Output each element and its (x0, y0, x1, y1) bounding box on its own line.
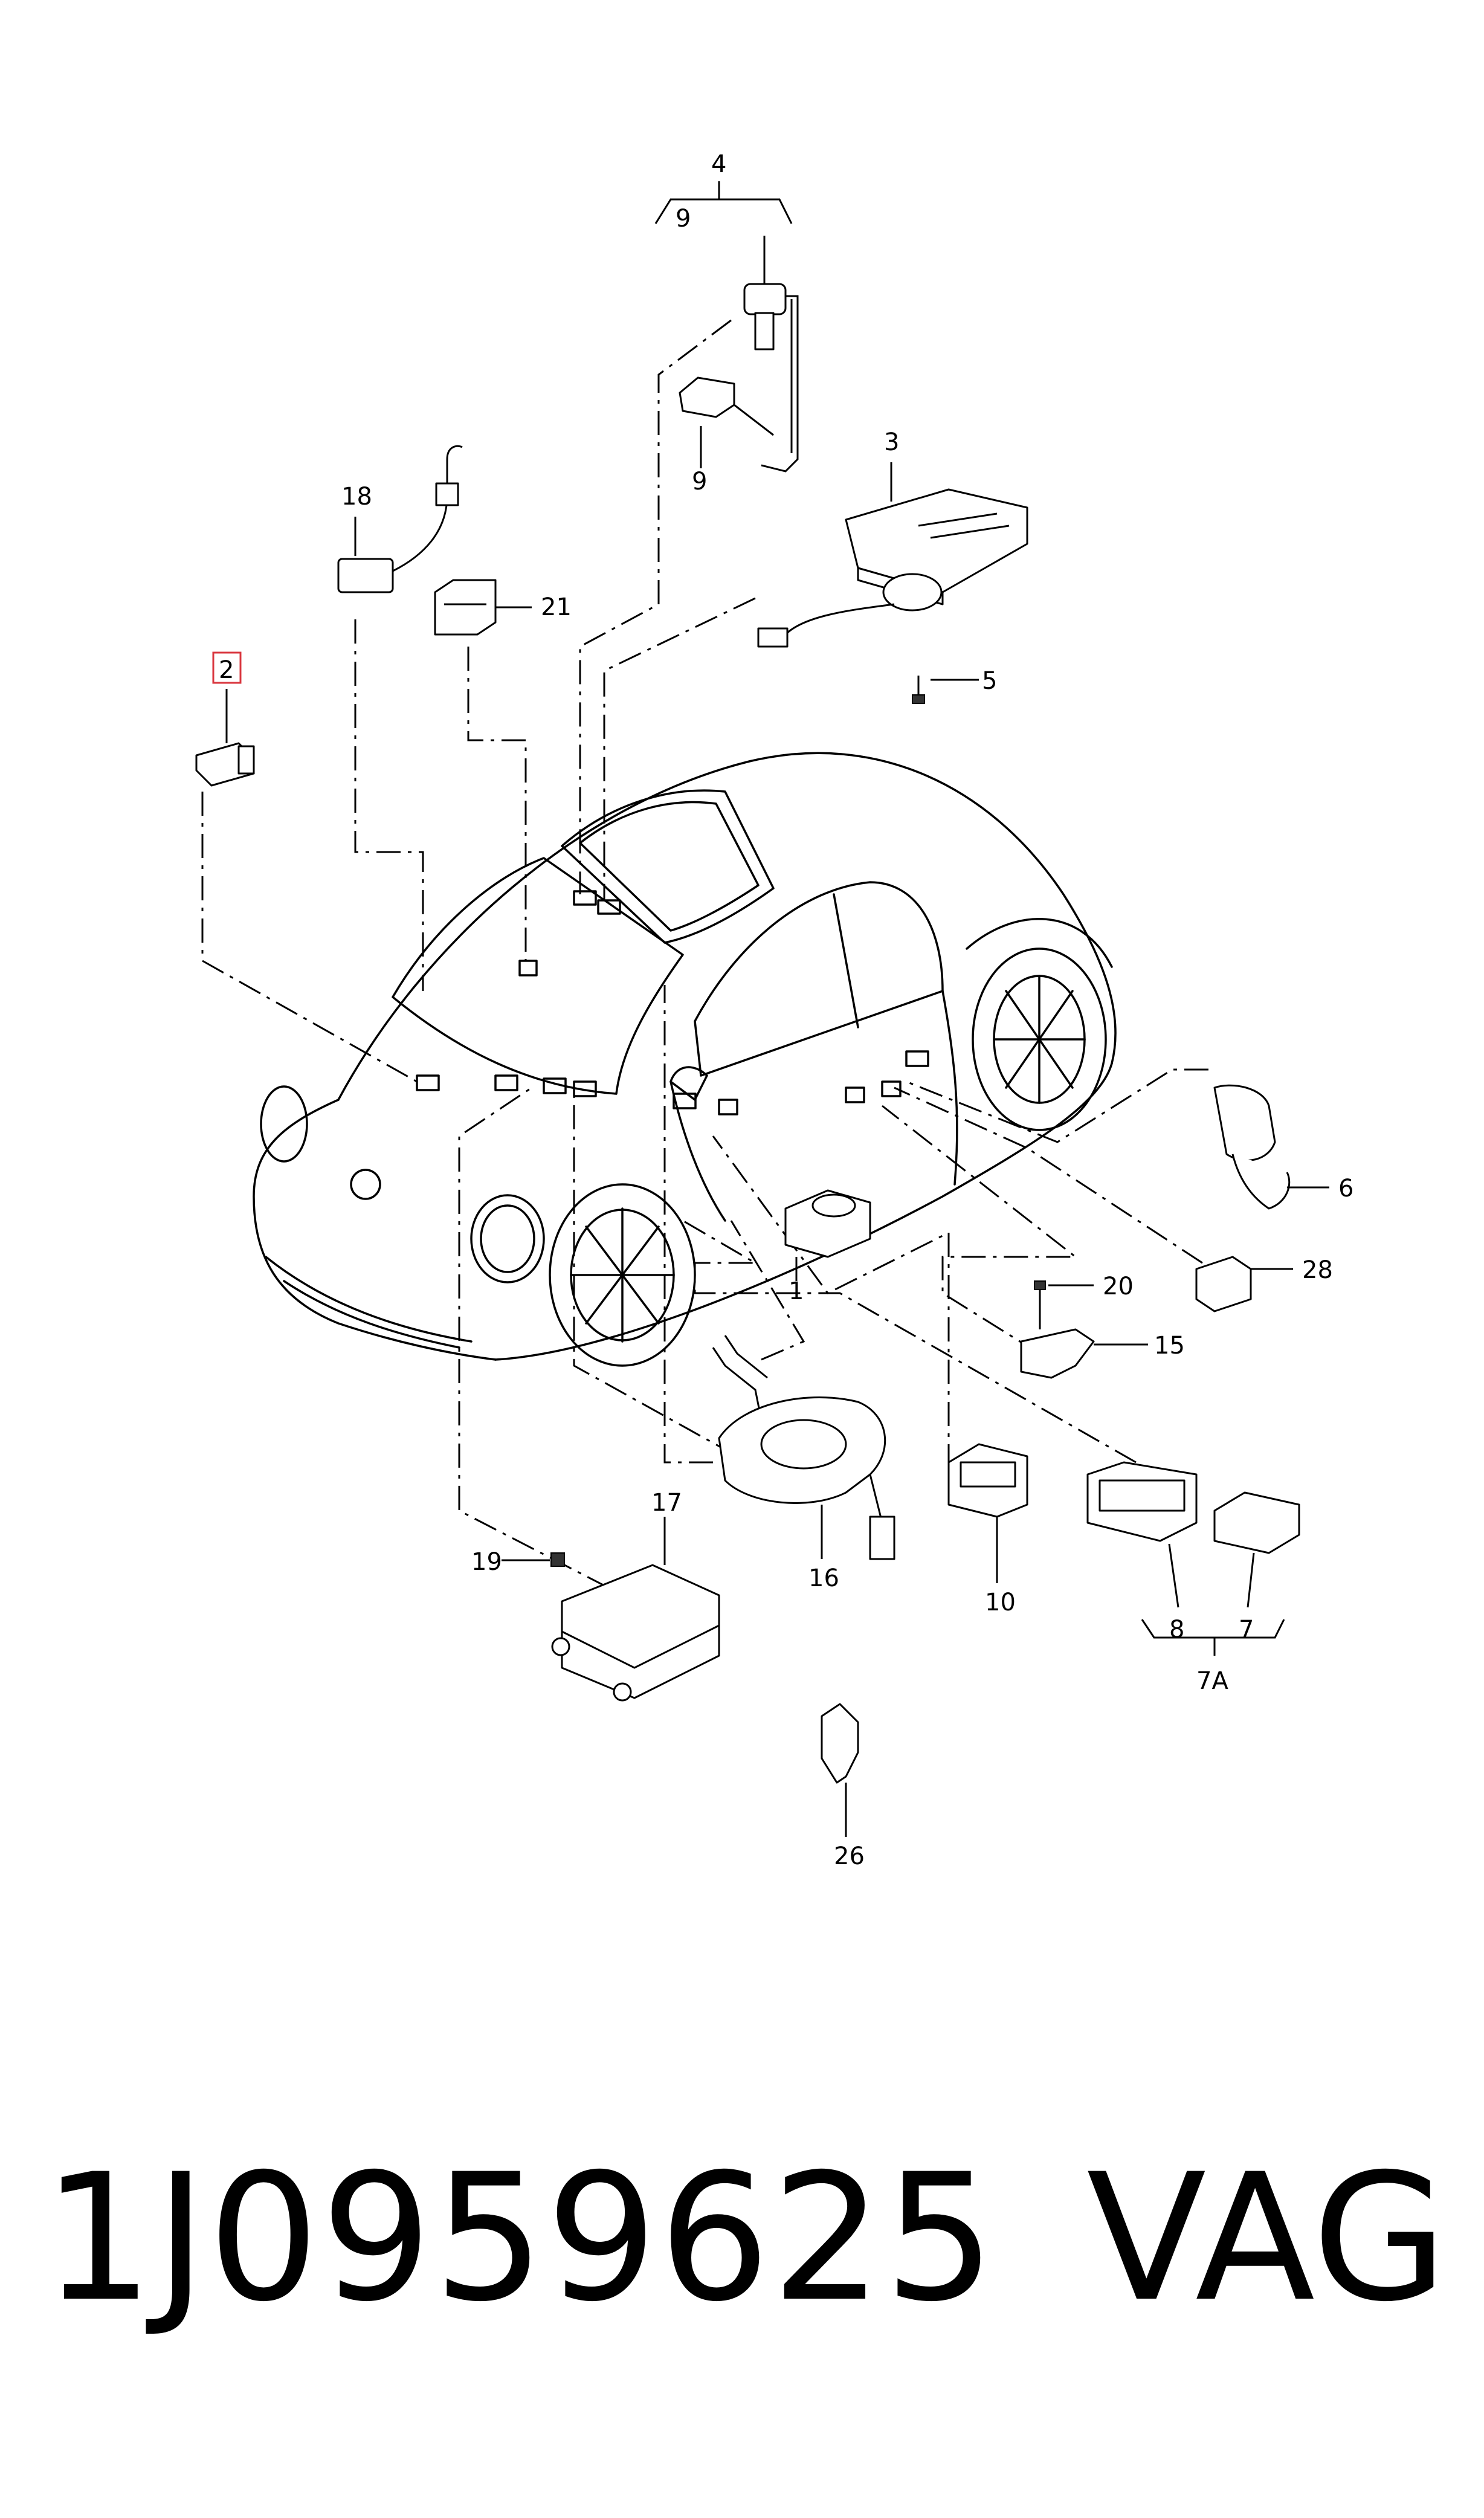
callout-15: 15 (1154, 1332, 1185, 1360)
leader-lines (201, 319, 1208, 1609)
callout-7: 7 (1239, 1616, 1254, 1644)
group-bracket-4-9 (654, 181, 793, 224)
callout-19: 19 (471, 1548, 502, 1576)
part-bulb-holder-2[interactable] (195, 689, 255, 787)
part-connector-18[interactable] (337, 445, 463, 593)
callout-7a: 7A (1196, 1667, 1228, 1695)
callout-9-top: 9 (676, 205, 691, 233)
part-rain-sensor[interactable] (679, 236, 799, 473)
part-bracket-15[interactable] (1020, 1328, 1148, 1379)
callout-2-highlight (212, 651, 242, 684)
callout-leaders (700, 459, 892, 471)
callout-28: 28 (1302, 1256, 1333, 1284)
callout-18: 18 (341, 483, 372, 511)
part-module-1[interactable] (784, 1189, 871, 1281)
car-body-outline (253, 752, 1117, 1367)
callout-16: 16 (808, 1564, 839, 1592)
callout-1: 1 (789, 1277, 804, 1305)
brand-label: VAG (1086, 2137, 1448, 2340)
part-connector-28[interactable] (1195, 1256, 1293, 1312)
part-window-switch-10[interactable] (947, 1443, 1028, 1583)
part-sunroof-motor[interactable] (757, 468, 1028, 648)
group-bracket-7a (1141, 1619, 1285, 1656)
callout-8: 8 (1169, 1616, 1184, 1644)
callout-4: 4 (711, 150, 726, 178)
part-screw-20[interactable] (1034, 1280, 1094, 1329)
part-clip-26[interactable] (821, 1703, 859, 1837)
part-switch-8[interactable] (1086, 1461, 1198, 1608)
part-number-label: 1J0959625 (42, 2137, 997, 2340)
callout-10: 10 (985, 1589, 1016, 1616)
part-switch-7[interactable] (1213, 1491, 1300, 1608)
callout-26: 26 (834, 1842, 865, 1870)
callout-2: 2 (219, 656, 234, 684)
part-control-unit-17[interactable] (551, 1517, 720, 1702)
part-clock-spring-16[interactable] (712, 1335, 895, 1560)
part-screw-5[interactable] (912, 676, 979, 704)
part-nut-19[interactable] (502, 1552, 565, 1567)
callout-6: 6 (1338, 1175, 1353, 1203)
callout-20: 20 (1103, 1273, 1134, 1300)
callout-5: 5 (982, 667, 997, 695)
callout-17: 17 (651, 1489, 682, 1517)
callout-21: 21 (541, 593, 572, 621)
callout-3: 3 (884, 428, 899, 456)
part-seal-6[interactable] (1213, 1084, 1329, 1210)
callout-9-bottom: 9 (692, 468, 707, 496)
part-switch-21[interactable] (434, 579, 532, 636)
